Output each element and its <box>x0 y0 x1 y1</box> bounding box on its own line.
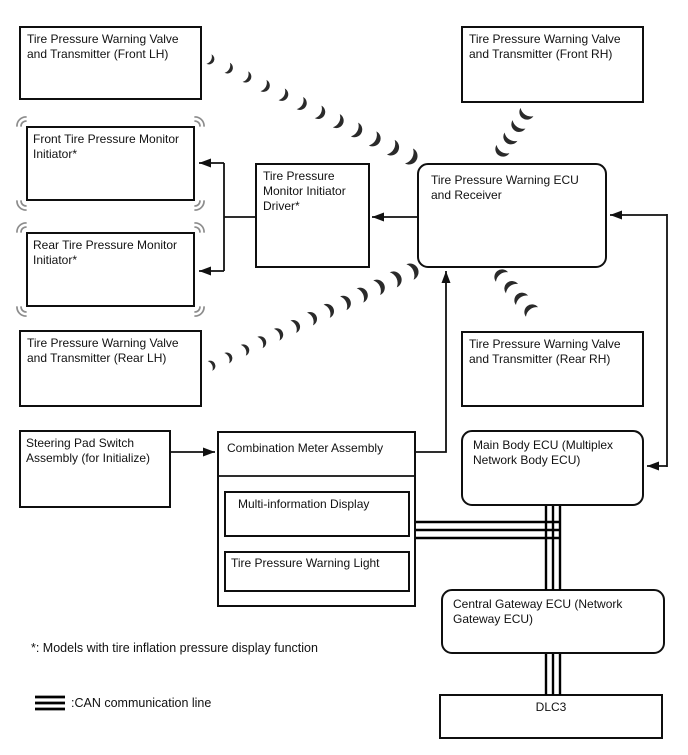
wireless-signal-front-lh-icon <box>206 54 421 168</box>
footnote-asterisk: *: Models with tire inflation pressure d… <box>31 641 318 655</box>
box-dlc3: DLC3 <box>439 694 663 739</box>
box-label: Tire Pressure Warning Valve and Transmit… <box>469 32 621 61</box>
box-main-body-ecu: Main Body ECU (Multiplex Network Body EC… <box>461 430 644 506</box>
box-label: Tire Pressure Warning Valve and Transmit… <box>27 336 179 365</box>
can-legend-label: :CAN communication line <box>71 696 212 710</box>
box-tpw-valve-transmitter-front-rh: Tire Pressure Warning Valve and Transmit… <box>461 26 644 103</box>
box-combination-meter-assembly: Combination Meter Assembly Multi-informa… <box>217 431 416 607</box>
box-label: Rear Tire Pressure Monitor Initiator* <box>33 238 178 267</box>
box-central-gateway-ecu: Central Gateway ECU (Network Gateway ECU… <box>441 589 665 654</box>
box-multi-information-display: Multi-information Display <box>224 491 410 537</box>
box-label: Tire Pressure Warning ECU and Receiver <box>431 173 579 202</box>
box-label: Steering Pad Switch Assembly (for Initia… <box>26 436 151 465</box>
box-tire-pressure-warning-light: Tire Pressure Warning Light <box>224 551 410 592</box>
box-label: Combination Meter Assembly <box>227 441 384 455</box>
wireless-signal-rear-rh-icon <box>491 266 539 317</box>
box-label: Main Body ECU (Multiplex Network Body EC… <box>473 438 614 467</box>
box-label: Front Tire Pressure Monitor Initiator* <box>33 132 180 161</box>
box-rear-tire-pressure-monitor-initiator: Rear Tire Pressure Monitor Initiator* <box>26 232 195 307</box>
box-label: Tire Pressure Warning Valve and Transmit… <box>27 32 179 61</box>
box-tpw-valve-transmitter-rear-rh: Tire Pressure Warning Valve and Transmit… <box>461 331 644 407</box>
box-tire-pressure-monitor-initiator-driver: Tire Pressure Monitor Initiator Driver* <box>255 163 370 268</box>
box-label: Multi-information Display <box>238 497 370 511</box>
combination-meter-title: Combination Meter Assembly <box>219 433 414 456</box>
arrow-meter-to-ecu <box>416 271 451 453</box>
box-front-tire-pressure-monitor-initiator: Front Tire Pressure Monitor Initiator* <box>26 126 195 201</box>
box-tire-pressure-warning-ecu-receiver: Tire Pressure Warning ECU and Receiver <box>417 163 607 268</box>
box-tpw-valve-transmitter-front-lh: Tire Pressure Warning Valve and Transmit… <box>19 26 202 100</box>
box-steering-pad-switch-assembly: Steering Pad Switch Assembly (for Initia… <box>19 430 171 508</box>
wireless-signal-rear-lh-icon <box>207 260 422 371</box>
box-label: Tire Pressure Warning Valve and Transmit… <box>469 337 621 366</box>
box-tpw-valve-transmitter-rear-lh: Tire Pressure Warning Valve and Transmit… <box>19 330 202 407</box>
can-line-symbol <box>35 695 65 711</box>
box-label: DLC3 <box>535 700 567 714</box>
box-label: Central Gateway ECU (Network Gateway ECU… <box>453 597 623 626</box>
wireless-signal-front-rh-icon <box>492 107 534 160</box>
box-label: Tire Pressure Monitor Initiator Driver* <box>263 169 346 213</box>
box-label: Tire Pressure Warning Light <box>231 556 380 570</box>
